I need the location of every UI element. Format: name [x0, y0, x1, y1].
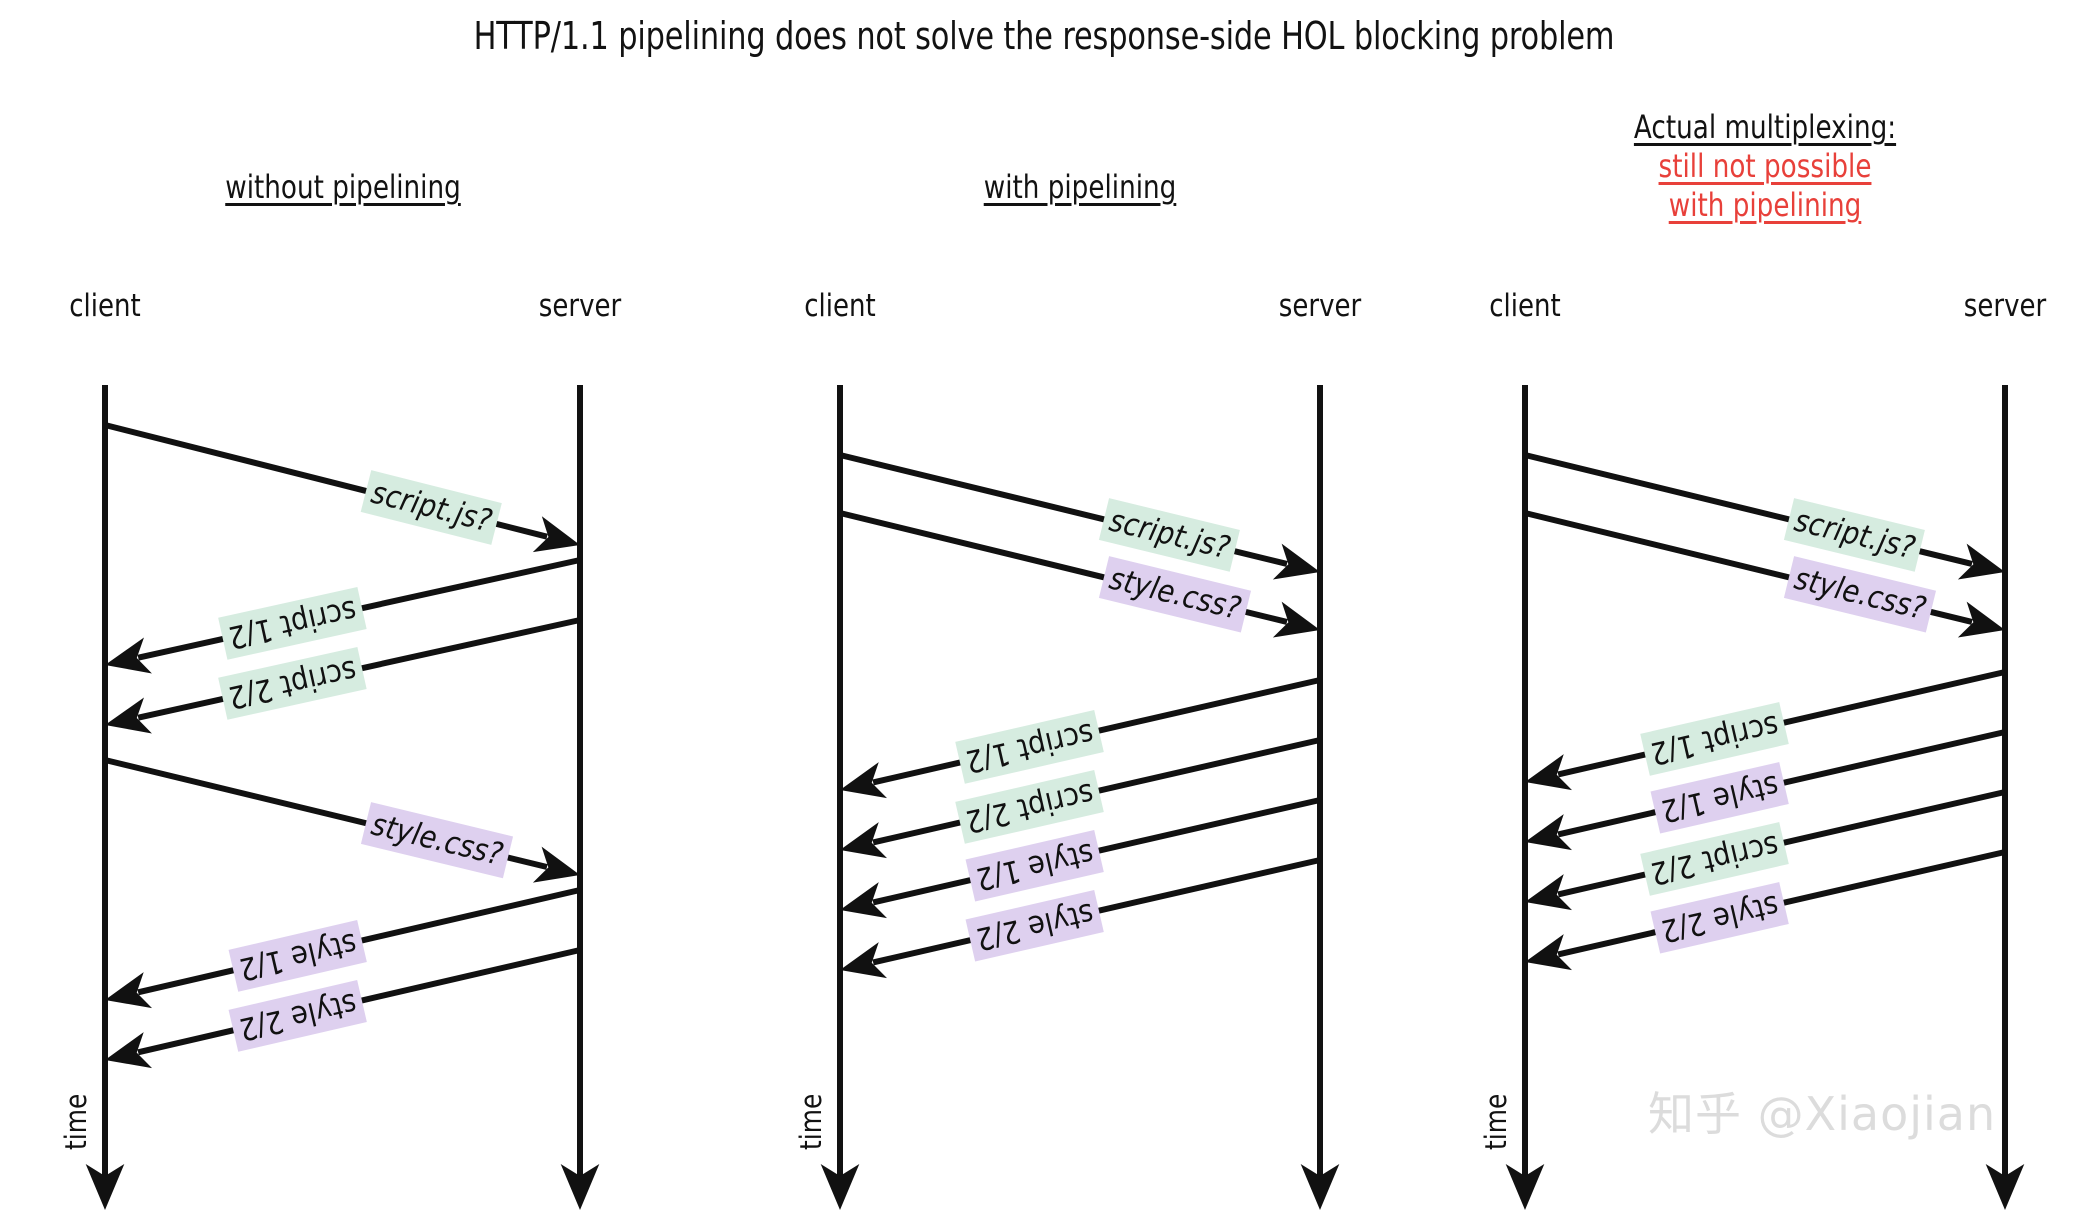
message-arrowhead — [1272, 601, 1320, 638]
endpoint-label-client-without-pipelining: client — [69, 288, 141, 324]
lifeline-arrowhead — [820, 1164, 860, 1210]
column-header-with-pipelining: with pipelining — [793, 168, 1367, 207]
message-arrowhead — [1957, 543, 2005, 580]
lifeline-arrowhead — [1505, 1164, 1545, 1210]
message-label-style: style 1/2 — [228, 919, 367, 992]
message-label-script: script.js? — [360, 470, 503, 545]
time-label-with-pipelining: time — [794, 1093, 828, 1150]
message-arrowhead — [532, 516, 580, 553]
message-arrowhead — [840, 822, 888, 859]
message-label-style: style 2/2 — [1650, 881, 1789, 954]
message-arrowhead — [840, 882, 888, 919]
message-arrowhead — [1957, 601, 2005, 638]
lifeline-arrowhead — [560, 1164, 600, 1210]
endpoint-label-server-with-pipelining: server — [1278, 288, 1362, 324]
message-label-style: style.css? — [361, 802, 514, 879]
message-arrowhead — [105, 637, 152, 674]
message-arrowhead — [840, 762, 888, 799]
endpoint-label-client-with-pipelining: client — [804, 288, 876, 324]
watermark: 知乎 @Xiaojian — [1648, 1087, 1997, 1141]
endpoint-label-client-actual-multiplexing: client — [1489, 288, 1561, 324]
column-header-line: with pipelining — [1668, 186, 1862, 225]
message-label-script: script 2/2 — [217, 647, 367, 721]
message-arrowhead — [1525, 874, 1573, 911]
message-label-style: style 2/2 — [228, 979, 367, 1052]
message-label-style: style 1/2 — [965, 829, 1104, 902]
time-label-without-pipelining: time — [59, 1093, 93, 1150]
column-header-line: still not possible — [1658, 147, 1872, 186]
message-arrowhead — [1525, 934, 1573, 971]
endpoint-label-server-actual-multiplexing: server — [1963, 288, 2047, 324]
endpoint-label-server-without-pipelining: server — [538, 288, 622, 324]
message-label-style: style 1/2 — [1650, 761, 1789, 834]
lifeline-arrowhead — [1300, 1164, 1340, 1210]
message-arrowhead — [532, 846, 580, 883]
message-arrowhead — [840, 942, 888, 979]
column-header-line: Actual multiplexing: — [1633, 108, 1897, 146]
message-arrowhead — [105, 697, 152, 734]
message-arrowhead — [1272, 543, 1320, 580]
column-header-line: without pipelining — [224, 168, 461, 206]
message-arrowhead — [1525, 814, 1573, 851]
message-arrowhead — [105, 972, 153, 1009]
time-label-actual-multiplexing: time — [1479, 1093, 1513, 1150]
column-header-without-pipelining: without pipelining — [56, 168, 630, 207]
message-arrowhead — [1525, 754, 1573, 791]
message-label-style: style 2/2 — [965, 889, 1104, 962]
column-header-line: with pipelining — [983, 168, 1177, 206]
lifeline-arrowhead — [85, 1164, 125, 1210]
lifeline-arrowhead — [1985, 1164, 2025, 1210]
page-title: HTTP/1.1 pipelining does not solve the r… — [473, 14, 1615, 58]
message-arrowhead — [105, 1032, 153, 1069]
